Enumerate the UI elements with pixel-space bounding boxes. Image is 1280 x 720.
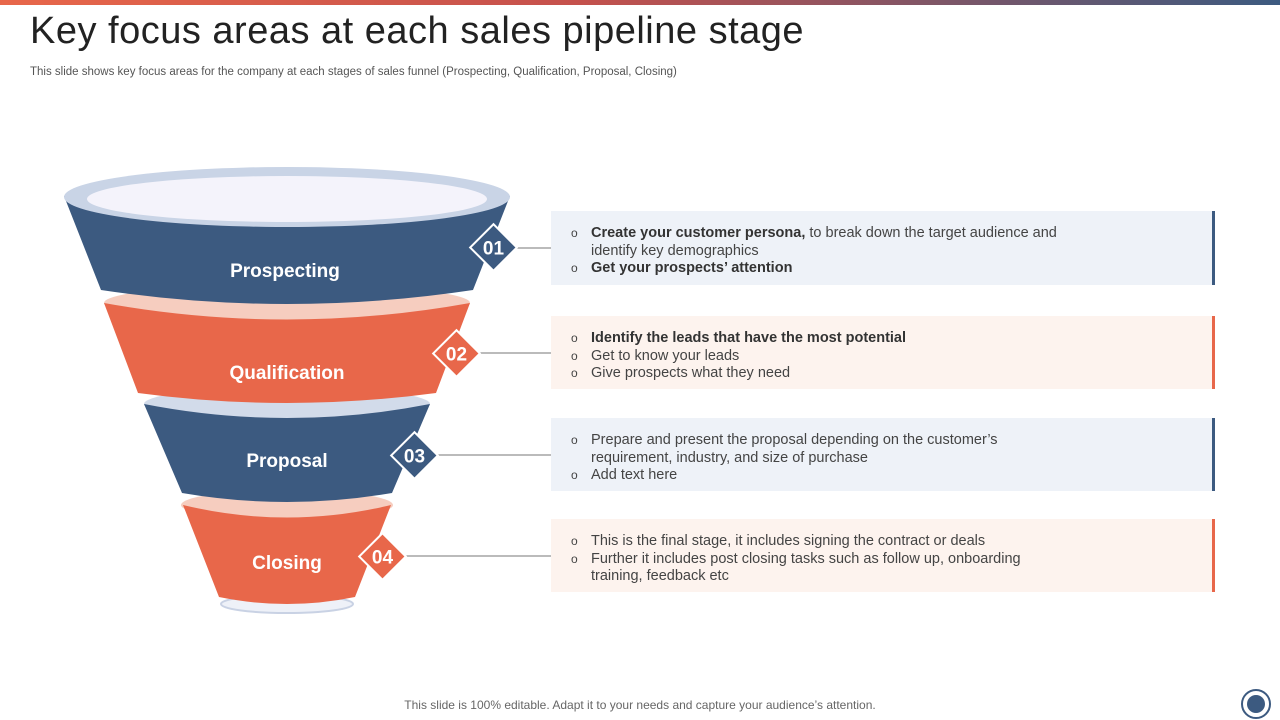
stage-label-proposal: Proposal xyxy=(246,451,327,472)
stage-number-02: 02 xyxy=(446,345,467,366)
number-badge-01: 01 xyxy=(468,222,519,273)
bullet-icon: o xyxy=(571,551,578,566)
closing-segment xyxy=(183,505,391,604)
bullet-icon: o xyxy=(571,433,578,447)
brand-logo-icon xyxy=(1241,689,1271,719)
stage-label-prospecting: Prospecting xyxy=(230,261,340,282)
bullet-icon: o xyxy=(571,366,578,380)
bullet-icon: o xyxy=(571,226,578,240)
bullet-icon: o xyxy=(571,348,578,363)
stage-label-closing: Closing xyxy=(252,553,322,574)
qualification-segment xyxy=(104,303,470,403)
stage-number-03: 03 xyxy=(404,447,425,468)
number-badge-03: 03 xyxy=(389,430,440,481)
top-accent-bar xyxy=(0,0,1280,5)
stage-label-qualification: Qualification xyxy=(229,363,344,384)
number-badge-02: 02 xyxy=(431,328,482,379)
prospecting-segment xyxy=(64,196,510,304)
number-badge-04: 04 xyxy=(357,531,408,582)
slide-subtitle: This slide shows key focus areas for the… xyxy=(30,66,677,78)
bullet-icon: o xyxy=(571,534,578,548)
proposal-segment xyxy=(144,404,430,502)
slide-title: Key focus areas at each sales pipeline s… xyxy=(30,10,805,52)
funnel-top-opening xyxy=(87,176,487,222)
bullet-icon: o xyxy=(571,261,578,275)
slide-footer: This slide is 100% editable. Adapt it to… xyxy=(404,698,876,712)
stage-number-01: 01 xyxy=(483,239,505,260)
bullet-icon: o xyxy=(571,331,578,345)
stage-number-04: 04 xyxy=(372,548,394,569)
bullet-icon: o xyxy=(571,468,578,482)
